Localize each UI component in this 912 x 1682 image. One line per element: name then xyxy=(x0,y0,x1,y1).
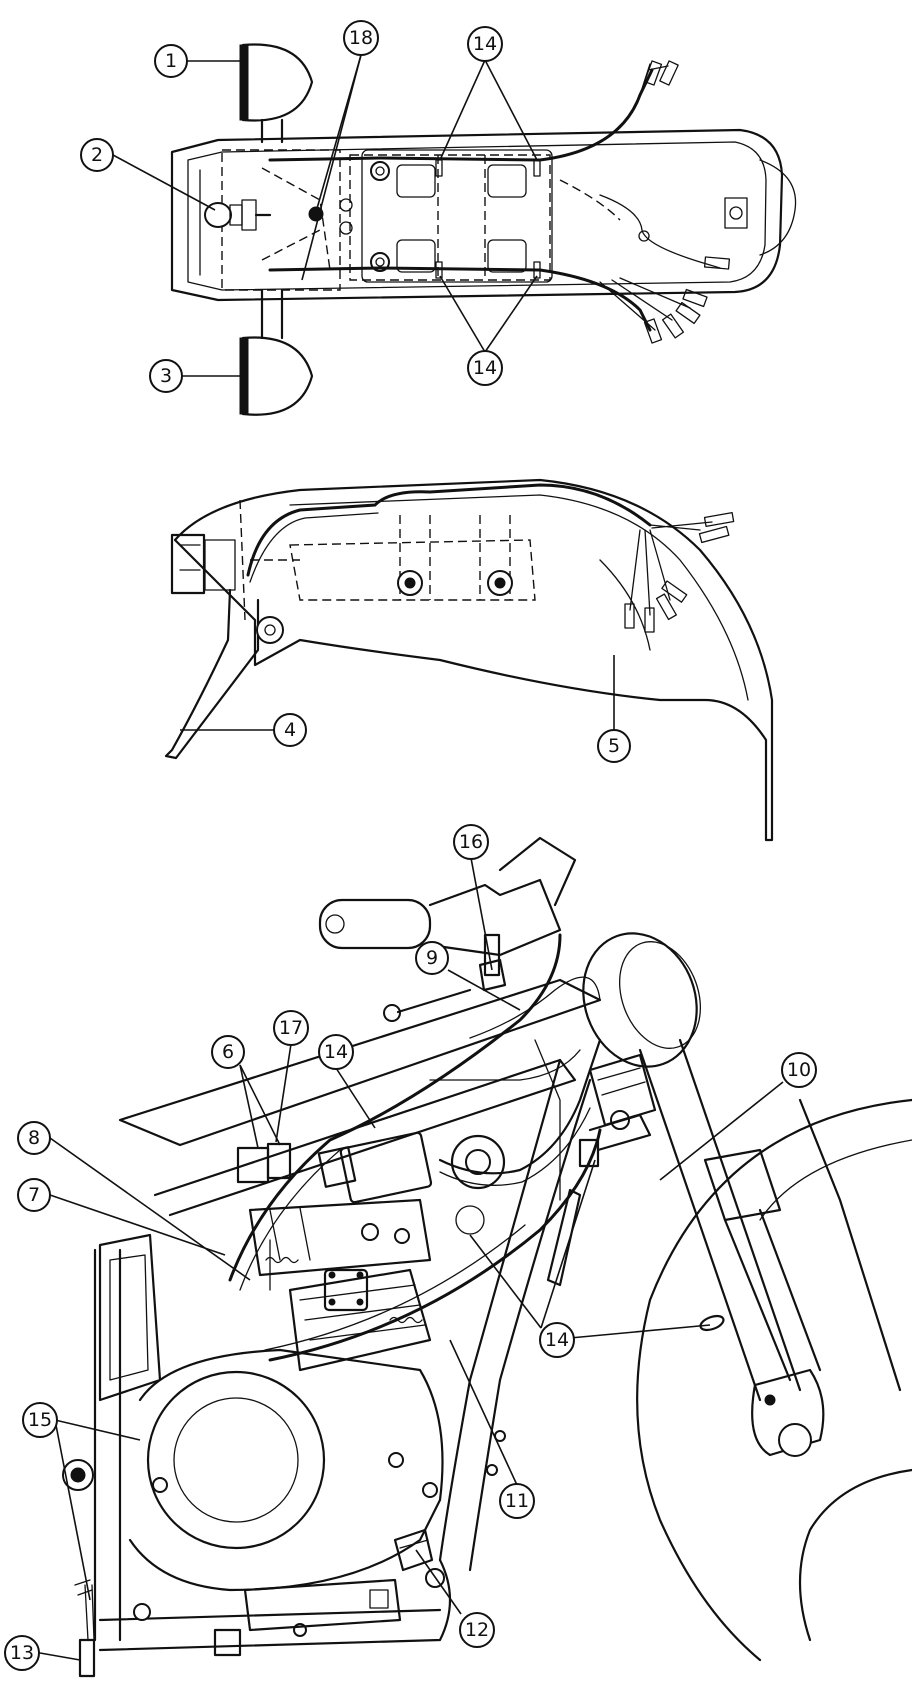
callout-14-frame: 14 xyxy=(318,1034,354,1070)
front-wheel xyxy=(636,1098,912,1662)
headlight xyxy=(582,932,702,1068)
svg-text:4: 4 xyxy=(284,719,296,741)
fender-outline-side xyxy=(173,478,774,842)
callout-4: 4 xyxy=(273,713,307,747)
svg-text:9: 9 xyxy=(426,947,438,969)
svg-text:1: 1 xyxy=(165,50,177,72)
callout-8: 8 xyxy=(17,1121,51,1155)
rear-fender-top-view xyxy=(170,43,797,416)
svg-text:11: 11 xyxy=(505,1490,529,1512)
fender-outline-top xyxy=(170,128,784,302)
callout-16: 16 xyxy=(453,824,489,860)
svg-text:18: 18 xyxy=(349,27,373,49)
engine xyxy=(128,1198,444,1592)
svg-text:8: 8 xyxy=(28,1127,40,1149)
front-fork xyxy=(638,1038,802,1402)
svg-text:3: 3 xyxy=(160,365,172,387)
svg-text:14: 14 xyxy=(545,1329,569,1351)
rear-fender-side-view xyxy=(164,478,774,842)
callout-3: 3 xyxy=(149,359,183,393)
callout-7: 7 xyxy=(17,1178,51,1212)
callout-9: 9 xyxy=(415,941,449,975)
rear-turn-signal-right xyxy=(239,288,314,416)
callout-14-top: 14 xyxy=(467,26,503,62)
frame-lower-rail xyxy=(98,1558,452,1652)
handlebar xyxy=(318,836,577,1022)
callout-14-fork: 14 xyxy=(539,1322,575,1358)
callout-1: 1 xyxy=(154,44,188,78)
callout-11: 11 xyxy=(499,1483,535,1519)
frame-top-tube xyxy=(118,978,602,1147)
svg-text:17: 17 xyxy=(279,1017,303,1039)
svg-text:10: 10 xyxy=(787,1059,811,1081)
tail-lamp-bulb xyxy=(204,199,272,231)
callout-14-bottom: 14 xyxy=(467,350,503,386)
callout-18: 18 xyxy=(343,20,379,56)
callout-12: 12 xyxy=(459,1612,495,1648)
svg-text:7: 7 xyxy=(28,1184,40,1206)
svg-text:5: 5 xyxy=(608,735,620,757)
callout-2: 2 xyxy=(80,138,114,172)
brake-caliper xyxy=(751,1368,825,1457)
callouts: 1 2 3 4 5 6 7 8 9 10 11 12 13 14 14 14 1… xyxy=(4,20,817,1671)
svg-text:2: 2 xyxy=(91,144,103,166)
svg-text:6: 6 xyxy=(222,1041,234,1063)
motorcycle-left-side-view xyxy=(62,836,912,1678)
callout-6: 6 xyxy=(211,1035,245,1069)
mud-flap xyxy=(164,588,260,760)
svg-text:14: 14 xyxy=(473,357,497,379)
svg-text:16: 16 xyxy=(459,831,483,853)
svg-text:13: 13 xyxy=(10,1642,34,1664)
svg-text:12: 12 xyxy=(465,1619,489,1641)
leader-lines xyxy=(39,54,784,1661)
callout-17: 17 xyxy=(273,1010,309,1046)
svg-text:14: 14 xyxy=(324,1041,348,1063)
callout-15: 15 xyxy=(22,1402,58,1438)
svg-text:15: 15 xyxy=(28,1409,52,1431)
callout-5: 5 xyxy=(597,729,631,763)
callout-13: 13 xyxy=(4,1635,40,1671)
callout-10: 10 xyxy=(781,1052,817,1088)
main-wire-harness xyxy=(228,933,562,1282)
svg-text:14: 14 xyxy=(473,33,497,55)
rear-turn-signal-left xyxy=(239,43,314,144)
frame-down-tube xyxy=(438,1058,592,1572)
